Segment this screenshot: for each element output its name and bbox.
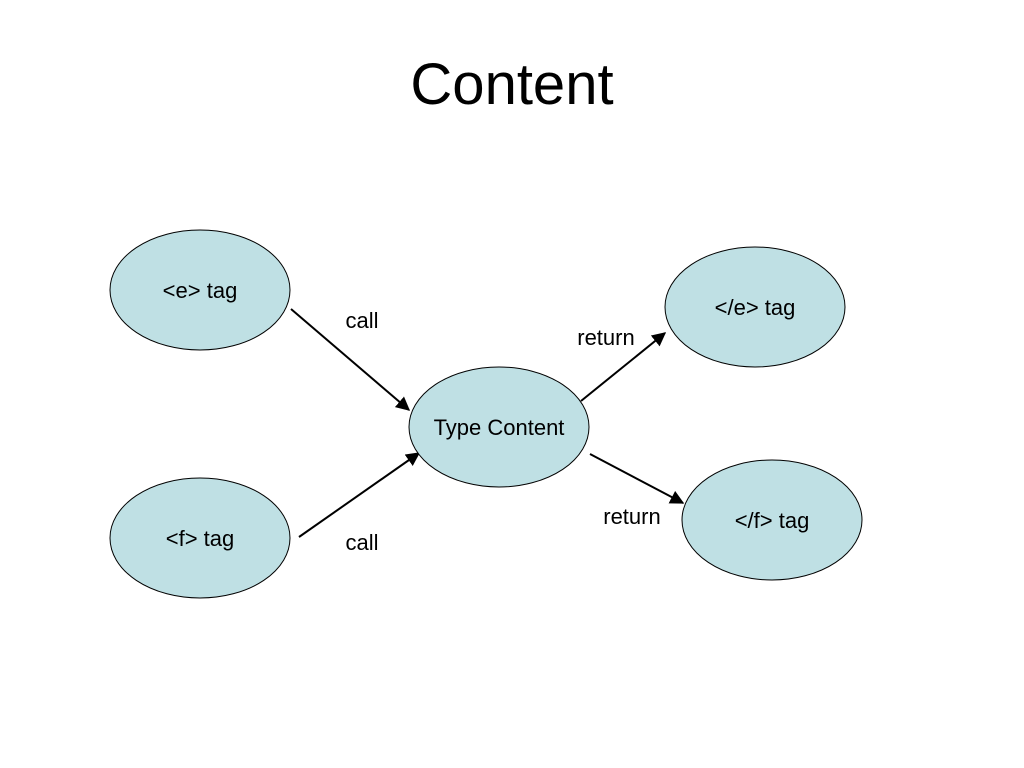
node-f-close-label: </f> tag	[735, 508, 810, 533]
node-f-close: </f> tag	[681, 459, 863, 581]
node-type-content-shape	[408, 366, 590, 488]
node-e-close: </e> tag	[664, 246, 846, 368]
edge-e-return-label: return	[577, 325, 634, 350]
edge-e-call-label: call	[345, 308, 378, 333]
node-e-close-shape	[664, 246, 846, 368]
edge-e-open-to-type-content	[290, 308, 411, 411]
node-f-open-label: <f> tag	[166, 526, 235, 551]
node-f-open: <f> tag	[109, 477, 291, 599]
edge-type-content-to-e-close	[580, 332, 667, 402]
node-type-content: Type Content	[408, 366, 590, 488]
edge-f-call-label: call	[345, 530, 378, 555]
slide-title: Content	[410, 52, 614, 117]
node-f-open-shape	[109, 477, 291, 599]
node-e-close-label: </e> tag	[715, 295, 796, 320]
node-type-content-label: Type Content	[434, 415, 565, 440]
node-e-open: <e> tag	[109, 229, 291, 351]
edge-type-content-to-f-close	[589, 453, 685, 504]
node-e-open-label: <e> tag	[163, 278, 238, 303]
edge-f-return-label: return	[603, 504, 660, 529]
node-e-open-shape	[109, 229, 291, 351]
edge-f-open-to-type-content	[298, 452, 421, 538]
node-f-close-shape	[681, 459, 863, 581]
